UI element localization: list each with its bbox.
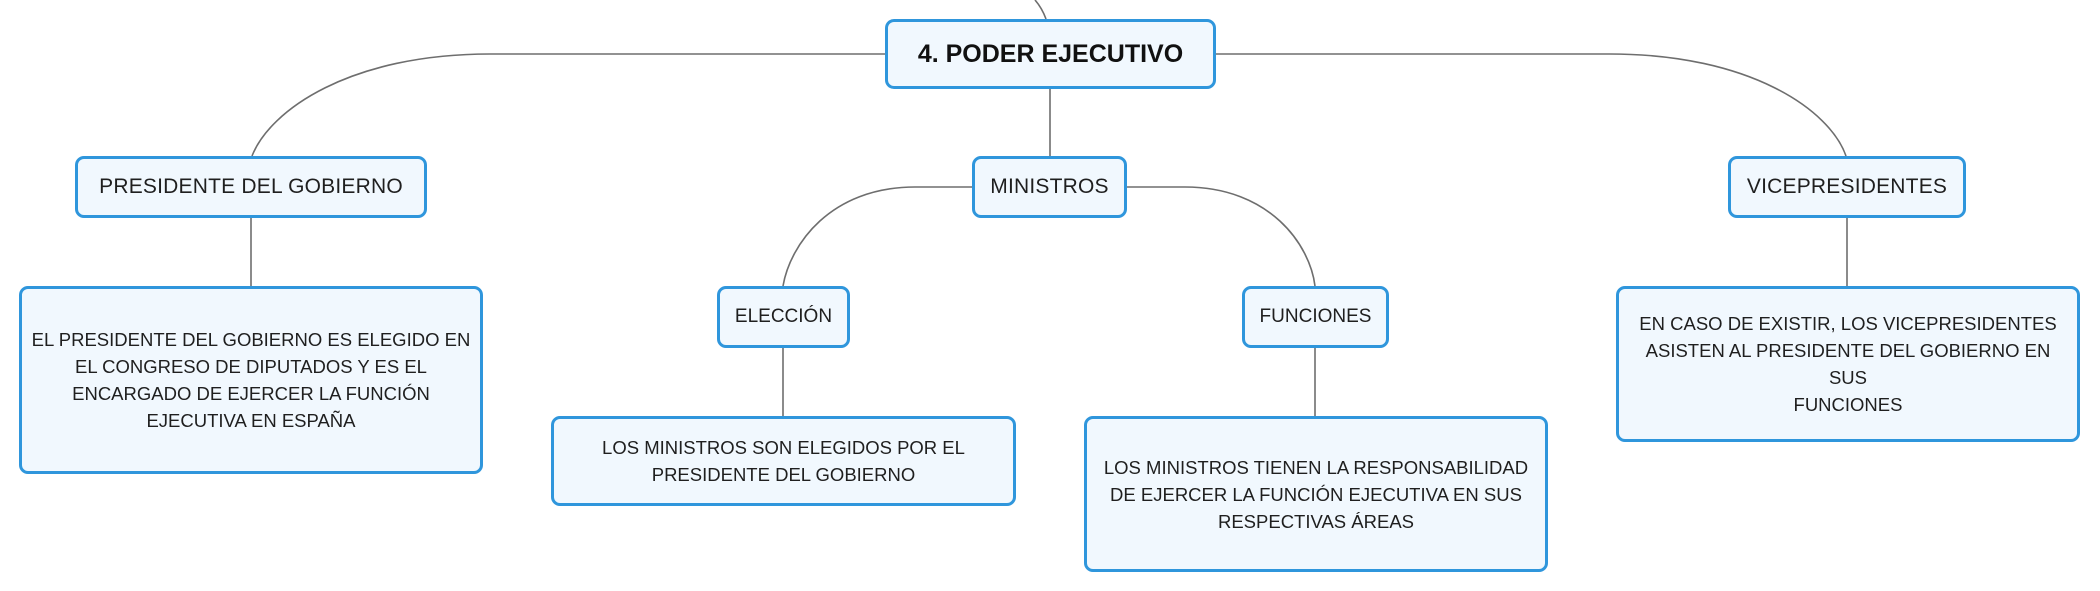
node-label: MINISTROS xyxy=(990,175,1109,198)
node-presidente-description[interactable]: EL PRESIDENTE DEL GOBIERNO ES ELEGIDO EN… xyxy=(19,286,483,474)
description-line: EL PRESIDENTE DEL GOBIERNO ES ELEGIDO EN xyxy=(31,329,471,350)
root-node-poder-ejecutivo[interactable]: 4. PODER EJECUTIVO xyxy=(885,19,1216,89)
connector-ministros-eleccion xyxy=(782,186,972,287)
node-funciones[interactable]: FUNCIONES xyxy=(1242,286,1389,348)
node-vicepresidentes[interactable]: VICEPRESIDENTES xyxy=(1728,156,1966,218)
description-line: PRESIDENTE DEL GOBIERNO xyxy=(651,464,916,485)
description-text: EL PRESIDENTE DEL GOBIERNO ES ELEGIDO EN… xyxy=(32,326,471,434)
description-text: EN CASO DE EXISTIR, LOS VICEPRESIDENTES … xyxy=(1627,310,2069,418)
description-line: ASISTEN AL PRESIDENTE DEL GOBIERNO EN SU… xyxy=(1645,340,2051,388)
connector-parent-root xyxy=(1034,0,1047,20)
node-funciones-description[interactable]: LOS MINISTROS TIENEN LA RESPONSABILIDAD … xyxy=(1084,416,1548,572)
node-eleccion-description[interactable]: LOS MINISTROS SON ELEGIDOS POR EL PRESID… xyxy=(551,416,1016,506)
node-label: FUNCIONES xyxy=(1259,306,1372,327)
connector-root-vicepresidentes xyxy=(1216,53,1847,157)
root-node-label: 4. PODER EJECUTIVO xyxy=(917,39,1184,68)
connector-root-presidente xyxy=(251,53,885,157)
description-line: EN CASO DE EXISTIR, LOS VICEPRESIDENTES xyxy=(1639,313,2057,334)
description-line: FUNCIONES xyxy=(1793,394,1903,415)
description-line: LOS MINISTROS SON ELEGIDOS POR EL xyxy=(602,437,965,458)
description-line: RESPECTIVAS ÁREAS xyxy=(1217,510,1415,532)
node-label: PRESIDENTE DEL GOBIERNO xyxy=(99,175,403,198)
node-eleccion[interactable]: ELECCIÓN xyxy=(717,286,850,348)
description-text: LOS MINISTROS SON ELEGIDOS POR EL PRESID… xyxy=(602,434,965,488)
connector-ministros-funciones xyxy=(1127,186,1316,287)
node-label: ELECCIÓN xyxy=(734,306,833,327)
description-line: EJECUTIVA EN ESPAÑA xyxy=(146,410,356,431)
node-ministros[interactable]: MINISTROS xyxy=(972,156,1127,218)
description-line: DE EJERCER LA FUNCIÓN EJECUTIVA EN SUS xyxy=(1110,483,1522,505)
description-text: LOS MINISTROS TIENEN LA RESPONSABILIDAD … xyxy=(1104,454,1528,535)
description-line: ENCARGADO DE EJERCER LA FUNCIÓN xyxy=(72,383,430,404)
node-presidente-del-gobierno[interactable]: PRESIDENTE DEL GOBIERNO xyxy=(75,156,427,218)
node-vicepresidentes-description[interactable]: EN CASO DE EXISTIR, LOS VICEPRESIDENTES … xyxy=(1616,286,2080,442)
node-label: VICEPRESIDENTES xyxy=(1746,175,1948,198)
description-line: EL CONGRESO DE DIPUTADOS Y ES EL xyxy=(75,356,427,377)
description-line: LOS MINISTROS TIENEN LA RESPONSABILIDAD xyxy=(1103,456,1529,478)
